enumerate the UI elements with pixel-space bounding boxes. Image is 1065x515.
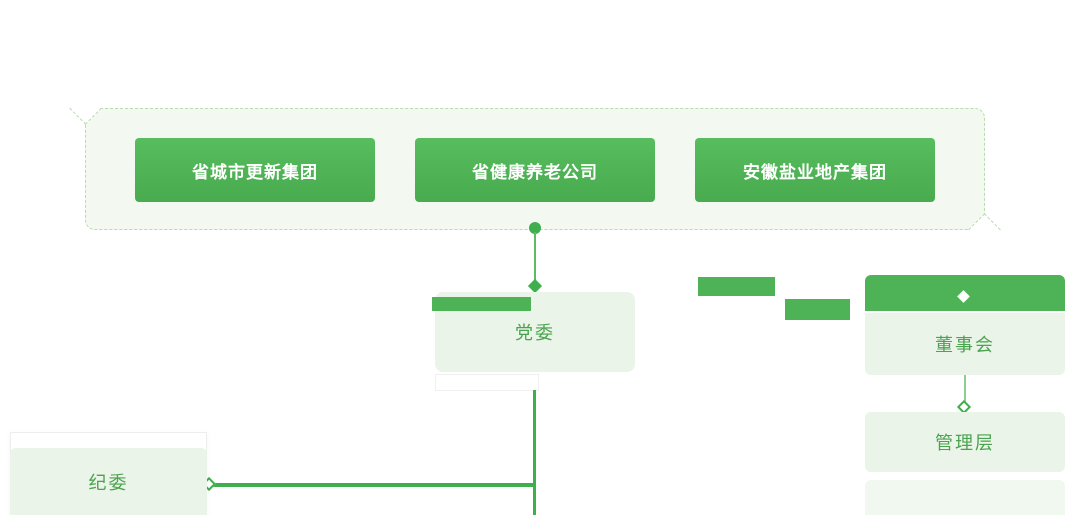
org-node-label: 管理层 — [935, 433, 995, 453]
connector-line-vertical-top — [534, 232, 536, 282]
org-node-anhui-salt-realestate-group[interactable]: 安徽盐业地产集团 — [695, 138, 935, 202]
org-node-discipline-committee[interactable]: 纪委 — [10, 448, 207, 515]
partial-node-below-management — [865, 480, 1065, 515]
loading-bar-party — [432, 297, 531, 311]
connector-line-vertical-bottom — [533, 390, 536, 515]
org-node-urban-renewal-group[interactable]: 省城市更新集团 — [135, 138, 375, 202]
org-node-label: 纪委 — [88, 472, 129, 493]
corner-fold-top-left-icon — [69, 92, 102, 125]
org-node-board[interactable]: 董事会 — [865, 313, 1065, 375]
loading-bar-2 — [785, 299, 850, 320]
connector-diamond-party — [527, 278, 543, 294]
org-node-management[interactable]: 管理层 — [865, 412, 1065, 472]
parent-group-panel: 省城市更新集团 省健康养老公司 安徽盐业地产集团 — [69, 92, 1001, 246]
org-node-label: 董事会 — [935, 335, 995, 355]
loading-bar-1 — [698, 277, 775, 296]
corner-fold-bottom-right-icon — [968, 213, 1001, 246]
org-node-label: 安徽盐业地产集团 — [743, 162, 887, 182]
placeholder-box — [435, 374, 539, 391]
org-node-label: 省城市更新集团 — [192, 162, 318, 182]
connector-line-horizontal-discipline — [211, 483, 536, 487]
org-node-label: 党委 — [515, 323, 555, 343]
connector-line-board-management — [964, 375, 966, 405]
connector-dot — [529, 222, 541, 234]
org-node-health-eldercare-company[interactable]: 省健康养老公司 — [415, 138, 655, 202]
org-node-label: 省健康养老公司 — [472, 162, 598, 182]
